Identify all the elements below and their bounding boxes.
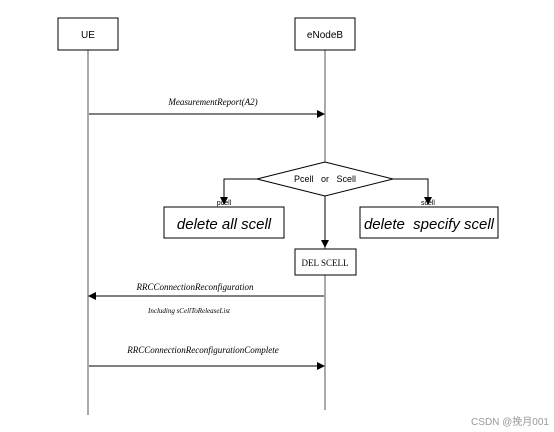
rrc-reconfig-note: Including sCellToReleaseList [147,307,231,315]
delete-specify-scell-label: delete specify scell [364,216,495,233]
enodeb-label: eNodeB [307,30,343,41]
delete-all-scell-box: delete all scell [163,206,285,239]
enodeb-entity: eNodeB [294,17,356,51]
watermark: CSDN @挽月001 [471,415,549,428]
measurement-report-label: MeasurementReport(A2) [167,97,257,107]
delete-specify-scell-box: delete specify scell [359,206,499,239]
ue-entity: UE [57,17,119,51]
delete-all-scell-label: delete all scell [177,216,272,233]
del-scell-box: DEL SCELL [294,248,357,276]
pcell-branch-arrow [220,178,257,205]
ue-label: UE [81,30,95,41]
scell-branch-label: scell [421,200,435,207]
rrc-reconfig-complete-label: RRCConnectionReconfigurationComplete [126,345,278,355]
rrc-reconfig-label: RRCConnectionReconfiguration [136,282,254,292]
scell-branch-arrow [393,178,432,205]
pcell-branch-label: pcell [217,200,232,207]
del-scell-label: DEL SCELL [302,258,349,268]
decision-label: Pcell or Scell [294,174,356,184]
